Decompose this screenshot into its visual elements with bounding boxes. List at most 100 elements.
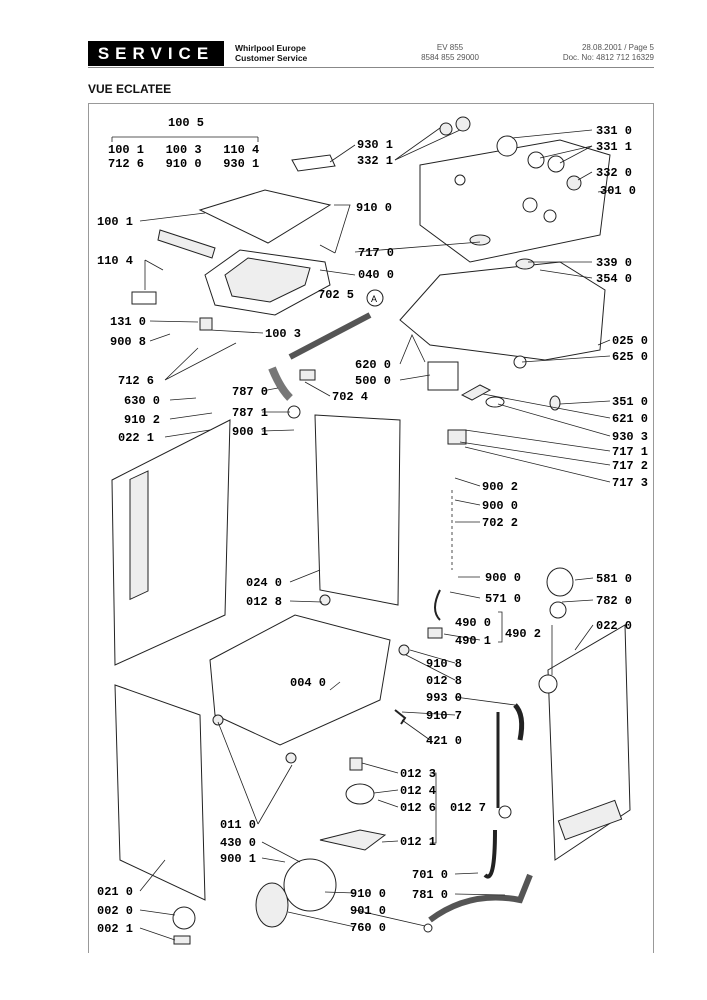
callout-900-0: 900 0 [482, 499, 518, 513]
callout-002-1: 002 1 [97, 922, 133, 936]
dispenser-box [427, 361, 459, 391]
program-knob [496, 135, 518, 157]
callout-421-0: 421 0 [426, 734, 462, 748]
base-frame [209, 614, 391, 746]
callout-910-2: 910 2 [124, 413, 160, 427]
callout-490-2: 490 2 [505, 627, 541, 641]
company-line-2: Customer Service [235, 53, 308, 63]
callout-930-1: 930 1 [357, 138, 393, 152]
callout-717-0: 717 0 [358, 246, 394, 260]
console-cover [419, 139, 611, 263]
pump-arm [319, 829, 387, 851]
timer-part [469, 234, 491, 246]
callout-910-8: 910 8 [426, 657, 462, 671]
front-panel [114, 684, 206, 901]
callout-910-0-b: 910 0 [350, 887, 386, 901]
callout-910-7: 910 7 [426, 709, 462, 723]
callout-712-6: 712 6 [118, 374, 154, 388]
pump-cup [345, 783, 375, 805]
callout-787-0: 787 0 [232, 385, 268, 399]
callout-004-0: 004 0 [290, 676, 326, 690]
callout-490-1: 490 1 [455, 634, 491, 648]
callout-012-4: 012 4 [400, 784, 436, 798]
inlet-hose [288, 312, 372, 360]
marker-a-label: A [371, 294, 377, 304]
filter-part [549, 395, 561, 411]
callout-group-top: 100 5 [168, 116, 204, 130]
callout-002-0: 002 0 [97, 904, 133, 918]
switch-part [515, 258, 535, 270]
callout-022-1: 022 1 [118, 431, 154, 445]
callout-301-0: 301 0 [600, 184, 636, 198]
callout-717-1: 717 1 [612, 445, 648, 459]
callout-787-1: 787 1 [232, 406, 268, 420]
callout-012-8: 012 8 [246, 595, 282, 609]
callout-630-0: 630 0 [124, 394, 160, 408]
wire-harness [434, 589, 441, 621]
hose-clamp [299, 369, 316, 381]
bracket-100-5 [111, 136, 259, 142]
hose-and-pump [268, 312, 372, 419]
callout-760-0: 760 0 [350, 921, 386, 935]
pump-housing [283, 858, 337, 912]
lock-switch [199, 317, 213, 331]
lid-handle [291, 154, 336, 172]
callout-900-1-b: 900 1 [220, 852, 256, 866]
callout-490-0: 490 0 [455, 616, 491, 630]
pump-connector [349, 757, 363, 771]
motor-ring [538, 674, 558, 694]
pulley [546, 567, 574, 597]
screw-front [212, 714, 224, 726]
filter-cartridge [255, 882, 289, 928]
valve [447, 429, 467, 445]
callout-702-2: 702 2 [482, 516, 518, 530]
leader-lines [111, 127, 613, 941]
model-info: EV 855 8584 855 29000 [410, 43, 490, 63]
hose-bend [513, 703, 525, 741]
callout-131-0: 131 0 [110, 315, 146, 329]
header-divider [88, 67, 654, 68]
side-rib-1 [129, 470, 149, 601]
clip-part [427, 627, 443, 639]
callout-012-7: 012 7 [450, 801, 486, 815]
callout-351-0: 351 0 [612, 395, 648, 409]
foot-cap [172, 906, 196, 930]
callout-900-8: 900 8 [110, 335, 146, 349]
control-box [399, 261, 606, 361]
callout-430-0: 430 0 [220, 836, 256, 850]
outlet-hose [428, 873, 533, 923]
company-line-1: Whirlpool Europe [235, 43, 306, 53]
bellow-hose [268, 366, 293, 401]
doc-info: 28.08.2001 / Page 5 Doc. No: 4812 712 16… [563, 43, 654, 63]
doc-number: Doc. No: 4812 712 16329 [562, 53, 654, 62]
button-cap-2 [439, 122, 453, 136]
callout-354-0: 354 0 [596, 272, 632, 286]
callout-024-0: 024 0 [246, 576, 282, 590]
callout-339-0: 339 0 [596, 256, 632, 270]
callout-332-1: 332 1 [357, 154, 393, 168]
callout-993-0: 993 0 [426, 691, 462, 705]
callout-021-0: 021 0 [97, 885, 133, 899]
clip-421 [394, 709, 407, 725]
top-frame-opening [224, 257, 311, 303]
callout-782-0: 782 0 [596, 594, 632, 608]
callout-012-3: 012 3 [400, 767, 436, 781]
diagram-frame [88, 103, 654, 953]
callout-701-0: 701 0 [412, 868, 448, 882]
callout-781-0: 781 0 [412, 888, 448, 902]
knob-hole-2 [543, 209, 557, 223]
drain-hose [483, 829, 497, 879]
callout-332-0: 332 0 [596, 166, 632, 180]
callout-900-1: 900 1 [232, 425, 268, 439]
callout-labels: 100 5 100 1 100 3 110 4 712 6 910 0 930 … [97, 116, 648, 936]
foot-clip [173, 935, 191, 945]
callout-100-1: 100 1 [97, 215, 133, 229]
cabinet [111, 414, 631, 901]
callout-100-3: 100 3 [265, 327, 301, 341]
right-side-panel [547, 624, 631, 861]
switch-bracket [460, 384, 492, 401]
callout-702-5: 702 5 [318, 288, 354, 302]
marker-a-circle [366, 289, 384, 307]
callout-012-1: 012 1 [400, 835, 436, 849]
